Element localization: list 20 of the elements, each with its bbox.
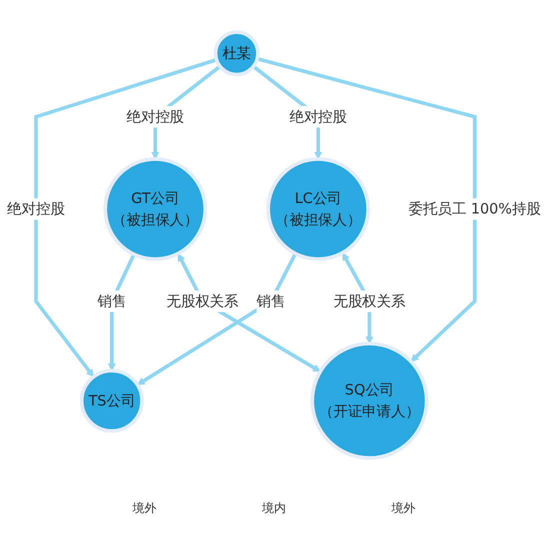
edge-label: 无股权关系	[166, 292, 239, 310]
edge-label: 绝对控股	[7, 200, 65, 218]
region-label: 境外	[132, 500, 157, 517]
arrow	[178, 253, 321, 372]
edge-label: 销售	[256, 292, 286, 310]
arrow	[137, 252, 298, 386]
edge-label: 绝对控股	[126, 108, 184, 125]
node-circle: GT公司 （被担保人）	[104, 157, 208, 261]
edge-label: 委托员工 100%持股	[408, 200, 541, 218]
node-circle: SQ公司 （开证申请人）	[310, 342, 428, 460]
region-label: 境内	[262, 500, 286, 517]
node-circle: 杜某	[214, 30, 260, 76]
arrow	[34, 58, 218, 378]
node-circle: LC公司 （被担保人）	[266, 157, 370, 261]
region-label: 境外	[391, 500, 416, 517]
edge-label: 销售	[97, 292, 126, 310]
edge-label: 无股权关系	[333, 292, 406, 310]
arrow	[256, 56, 477, 362]
edge-label: 绝对控股	[289, 108, 347, 125]
node-circle: TS公司	[80, 368, 144, 433]
